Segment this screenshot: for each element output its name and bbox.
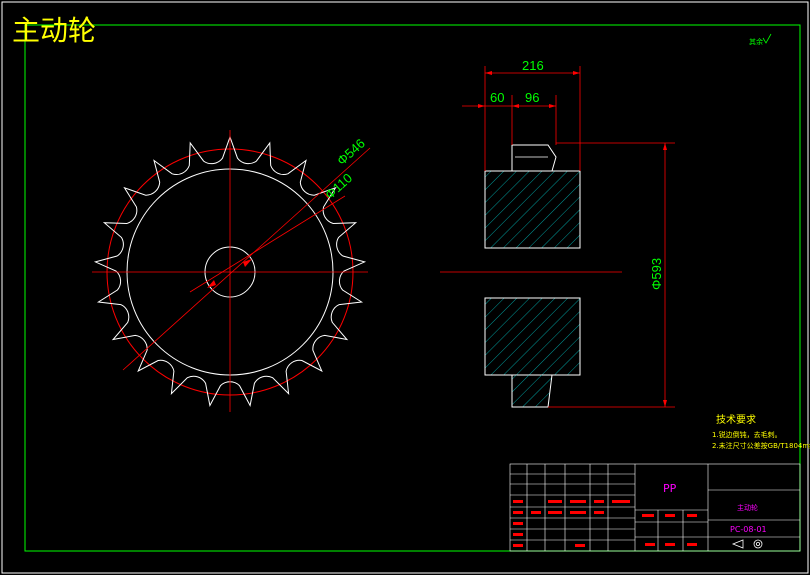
roughness-symbol <box>762 33 772 44</box>
outer-diameter-label: Φ546 <box>334 136 368 169</box>
upper-tooth <box>511 144 557 172</box>
hub-diameter-label: Φ110 <box>322 170 355 202</box>
lower-tooth <box>511 374 553 408</box>
part-name-label: 主动轮 <box>737 503 758 512</box>
total-width-label: 216 <box>522 58 544 73</box>
tech-req-item-2: 2.未注尺寸公差按GB/T1804m级。 <box>712 441 810 450</box>
projection-symbol <box>731 539 763 549</box>
title-block <box>509 463 801 552</box>
title-block-red-marks <box>513 500 697 547</box>
dim-arrow <box>549 104 556 108</box>
leader-arrow <box>243 259 252 267</box>
tech-req-heading: 技术要求 <box>716 413 756 426</box>
dim-arrow <box>663 143 667 150</box>
drawing-title: 主动轮 <box>12 14 96 47</box>
drawing-number-label: PC-08-01 <box>730 525 767 534</box>
side-view: 216 60 96 Φ593 <box>440 58 675 408</box>
dim-arrow <box>478 104 485 108</box>
dim-arrow <box>663 400 667 407</box>
dim-arrow <box>512 104 519 108</box>
diameter-label: Φ593 <box>649 258 664 290</box>
front-view: Φ546 Φ110 <box>92 130 371 412</box>
section-upper-body <box>484 170 581 249</box>
technical-requirements: 技术要求 1.锐边倒钝，去毛刺。 2.未注尺寸公差按GB/T1804m级。 <box>712 413 810 450</box>
sprocket-tooth-profile <box>93 135 367 407</box>
leader-arrow <box>207 280 216 288</box>
drawing-frame <box>24 24 801 552</box>
outer-diameter-leader <box>122 147 371 371</box>
dim-arrow <box>573 71 580 75</box>
dim-arrow <box>485 71 492 75</box>
hub-diameter-leader <box>189 195 346 293</box>
corner-roughness-mark: 其余 <box>749 37 763 46</box>
left-offset-label: 60 <box>490 90 504 105</box>
tech-req-item-1: 1.锐边倒钝，去毛刺。 <box>712 430 782 439</box>
material-label: PP <box>663 482 677 495</box>
tooth-width-label: 96 <box>525 90 539 105</box>
section-lower-body <box>484 297 581 376</box>
